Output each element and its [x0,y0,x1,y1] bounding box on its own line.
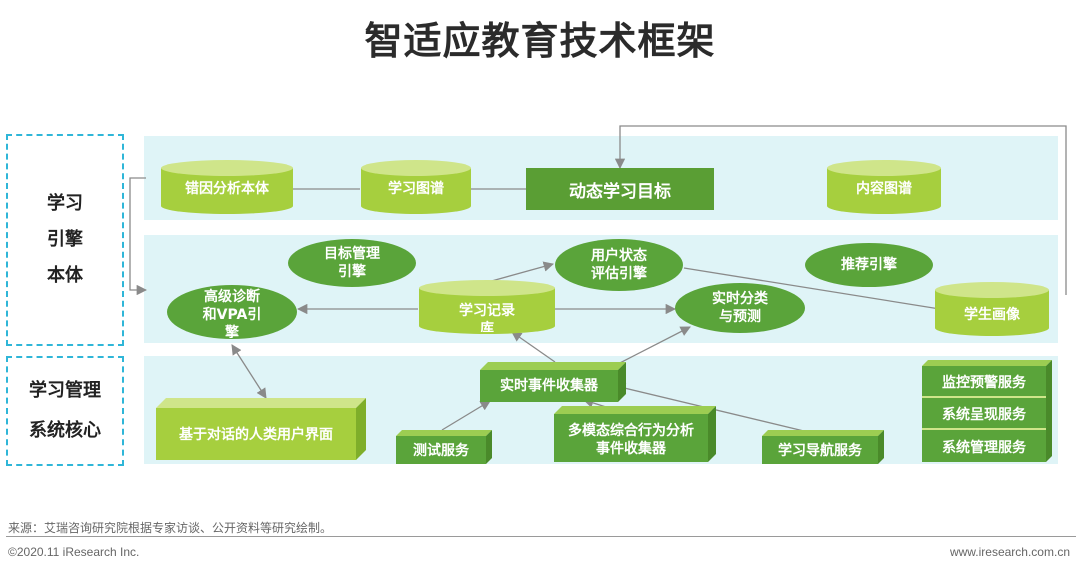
box-dialogue-ui [156,398,366,460]
label-advanced-diagnosis-line3: 擎 [225,325,239,338]
line-test-to-collector [441,400,491,431]
label-event-collector: 实时事件收集器 [500,378,598,394]
label-error-analysis: 错因分析本体 [185,181,269,197]
side-label-engine-line3: 本体 [47,265,83,286]
side-label-engine-line1: 学习 [47,193,83,214]
label-user-state: 用户状态 评估引擎 [554,247,684,283]
box-event-collector [480,362,626,402]
label-monitor-service: 监控预警服务 [942,375,1026,391]
label-test-service: 测试服务 [413,443,469,459]
label-content-graph: 内容图谱 [856,181,912,197]
side-label-engine: 学习 引擎 本体 [6,134,124,346]
box-multimodal [554,406,716,462]
label-nav-service: 学习导航服务 [778,443,862,459]
ellipse-realtime-classify [675,283,805,333]
website-link[interactable]: www.iresearch.com.cn [949,545,1070,559]
side-label-core: 学习管理 系统核心 [6,356,124,466]
node-dynamic-goal: 动态学习目标 [526,168,714,210]
label-learning-record: 学习记录 库 [418,302,556,332]
side-label-core-line1: 学习管理 [29,380,101,401]
label-recommend-engine: 推荐引擎 [841,257,897,273]
line-left-bracket [129,177,148,296]
box-test-service [396,430,492,464]
page-title: 智适应教育技术框架 [364,19,716,63]
cylinder-learning-record [419,280,555,334]
footer-divider [6,536,1076,537]
line-collector-to-record [511,331,556,363]
box-nav-service [762,430,884,464]
label-present-service: 系统呈现服务 [942,407,1026,423]
label-advanced-diagnosis: 高级诊断 和VPA引 擎 [166,288,298,338]
ellipse-user-state [555,239,683,291]
ellipse-recommend-engine [805,243,933,287]
line-state-to-profile [683,267,948,314]
line-collector-to-classify [609,326,691,369]
side-label-engine-line2: 引擎 [47,229,83,250]
label-multimodal-line2: 事件收集器 [596,441,666,457]
label-advanced-diagnosis-line1: 高级诊断 [204,289,260,305]
line-diagnosis-dialogue [231,344,267,399]
label-learning-graph: 学习图谱 [388,181,444,197]
line-profile-to-goal [614,125,1067,295]
cylinder-content-graph [827,160,941,214]
label-goal-engine-line1: 目标管理 [324,246,380,262]
label-advanced-diagnosis-line2: 和VPA引 [202,307,262,323]
copyright: ©2020.11 iResearch Inc. [8,545,140,559]
ellipse-advanced-diagnosis [167,285,297,339]
label-dialogue-ui: 基于对话的人类用户界面 [179,427,333,443]
label-multimodal-line1: 多模态综合行为分析 [568,423,694,439]
cylinder-student-profile [935,282,1049,336]
box-services-stack [922,360,1052,462]
label-user-state-line2: 评估引擎 [591,266,647,282]
source-note: 来源：艾瑞咨询研究院根据专家访谈、公开资料等研究绘制。 [8,521,333,535]
label-goal-engine-line2: 引擎 [338,264,366,280]
label-realtime-classify-line2: 与预测 [719,309,761,325]
label-learning-record-line2: 库 [480,321,494,332]
label-student-profile: 学生画像 [964,307,1020,323]
label-learning-record-line1: 学习记录 [459,303,515,319]
label-user-state-line1: 用户状态 [591,248,647,264]
label-goal-engine: 目标管理 引擎 [287,245,417,281]
label-realtime-classify: 实时分类 与预测 [674,290,806,326]
label-realtime-classify-line1: 实时分类 [712,291,768,307]
label-multimodal: 多模态综合行为分析 事件收集器 [554,422,708,458]
ellipse-goal-engine [288,239,416,287]
label-manage-service: 系统管理服务 [942,440,1026,456]
cylinder-learning-graph [361,160,471,214]
line-record-to-state [487,261,555,283]
side-label-core-line2: 系统核心 [29,420,101,441]
cylinder-error-analysis [161,160,293,214]
